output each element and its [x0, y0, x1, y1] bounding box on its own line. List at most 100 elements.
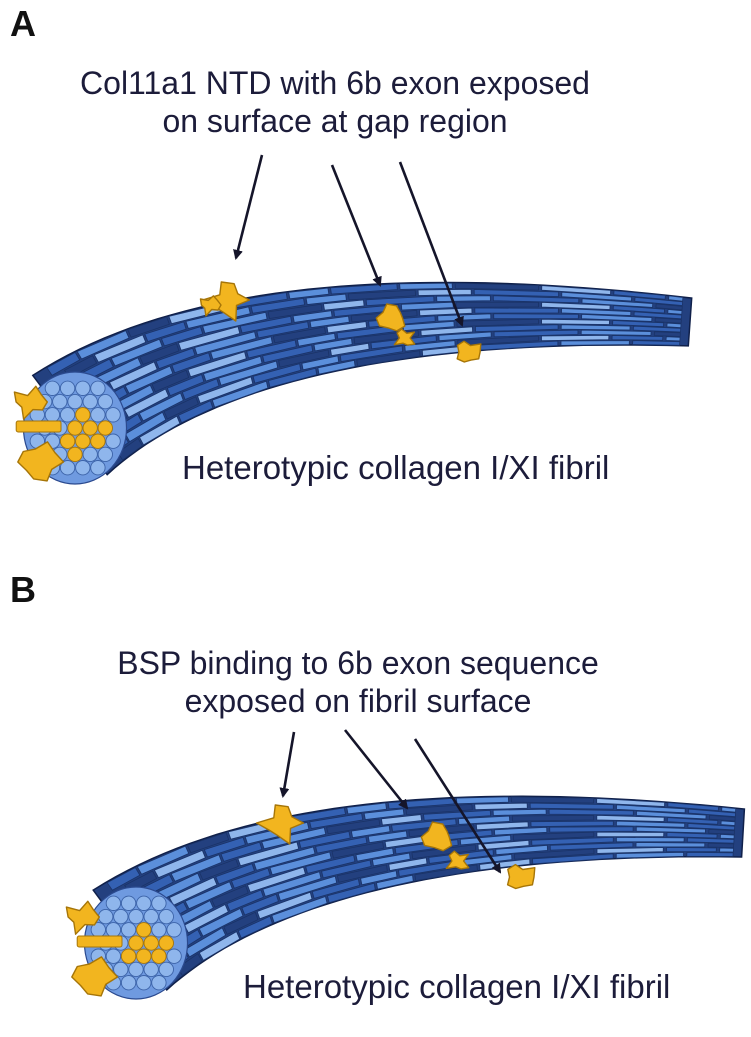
- microfibril-segment: [313, 337, 353, 352]
- microfibril-segment: [211, 380, 269, 408]
- microfibril-segment: [272, 326, 326, 344]
- collagen-molecule: [59, 433, 76, 449]
- microfibril-segment: [708, 828, 735, 835]
- microfibril-segment: [548, 808, 634, 816]
- microfibril-segment: [110, 338, 163, 367]
- microfibril-segment: [311, 878, 361, 899]
- microfibril-segment: [666, 322, 682, 329]
- collagen-molecule: [67, 446, 83, 463]
- collagen-molecule: [97, 420, 113, 436]
- microfibril-segment: [198, 907, 244, 937]
- microfibril-segment: [363, 808, 405, 820]
- microfibril-segment: [305, 854, 356, 874]
- caption-a-line-2: on surface at gap region: [162, 103, 508, 140]
- microfibril-segment: [549, 826, 634, 833]
- microfibril-segment: [136, 845, 190, 875]
- microfibril-segment: [177, 400, 214, 424]
- microfibril-segment: [380, 814, 423, 826]
- microfibril-segment: [230, 867, 271, 889]
- microfibril-segment: [170, 854, 223, 882]
- microfibril-segment: [404, 340, 456, 352]
- microfibril-segment: [365, 295, 435, 307]
- microfibril-segment: [267, 303, 323, 319]
- microfibril-segment: [653, 331, 681, 337]
- panel-letter-a: A: [10, 3, 36, 44]
- microfibril-segment: [495, 844, 548, 856]
- microfibril-segment: [253, 846, 316, 871]
- microfibril-segment: [596, 814, 665, 822]
- microfibril-segment: [177, 326, 241, 351]
- microfibril-segment: [541, 285, 612, 295]
- microfibril-segment: [512, 831, 595, 841]
- microfibril-segment: [256, 321, 310, 339]
- microfibril-segment: [262, 344, 314, 364]
- microfibril-segment: [541, 301, 611, 310]
- microfibril-segment: [423, 809, 492, 821]
- microfibril-segment: [197, 376, 254, 404]
- microfibril-segment: [719, 847, 734, 853]
- microfibril-segment: [346, 802, 387, 815]
- microfibril-segment: [581, 313, 653, 322]
- collagen-molecule: [75, 407, 91, 423]
- collagen-molecule: [90, 407, 106, 423]
- microfibril-segment: [667, 802, 719, 812]
- microfibril-segment: [356, 350, 421, 367]
- microfibril-segment: [634, 296, 684, 306]
- pointer-arrow: [343, 729, 409, 810]
- microfibril-segment: [123, 388, 170, 418]
- microfibril-segment: [106, 867, 141, 891]
- microfibril-segment: [278, 349, 330, 368]
- microfibril-segment: [223, 911, 259, 935]
- microfibril-segment: [330, 342, 370, 357]
- microfibril-segment: [654, 317, 682, 324]
- microfibril-segment: [666, 832, 718, 839]
- ntd-rod: [15, 420, 62, 433]
- microfibril-segment: [202, 311, 268, 334]
- collagen-molecule: [75, 380, 91, 396]
- collagen-molecule: [136, 948, 152, 964]
- collagen-molecule: [136, 895, 152, 911]
- microfibril-segment: [76, 330, 130, 360]
- microfibril-segment: [288, 287, 330, 300]
- microfibril-segment: [636, 810, 707, 820]
- microfibril-segment: [493, 826, 548, 836]
- microfibril-segment: [237, 841, 300, 867]
- microfibril-segment: [124, 411, 167, 443]
- microfibril-segment: [155, 347, 196, 370]
- gold-domain-blob: [506, 863, 536, 890]
- microfibril-segment: [176, 953, 203, 977]
- collagen-molecule: [158, 908, 174, 925]
- collagen-molecule: [143, 935, 159, 951]
- microfibril-segment: [721, 806, 737, 813]
- collagen-molecule: [97, 446, 113, 463]
- microfibril-segment: [186, 832, 230, 854]
- microfibril-segment: [246, 339, 297, 359]
- microfibril-segment: [666, 817, 719, 825]
- microfibril-segment: [477, 839, 530, 851]
- microfibril-segment: [541, 318, 610, 325]
- collagen-molecule: [75, 460, 91, 476]
- gold-domain-blob: [445, 850, 470, 870]
- microfibril-segment: [454, 282, 539, 291]
- microfibril-segment: [493, 329, 579, 338]
- microfibril-segment: [194, 331, 257, 356]
- microfibril-segment: [268, 367, 318, 388]
- gold-domain-blob: [393, 328, 416, 346]
- collagen-molecule: [105, 922, 122, 938]
- fibril: [13, 281, 693, 485]
- microfibril-segment: [474, 324, 559, 333]
- microfibril-segment: [198, 931, 241, 961]
- microfibril-segment: [405, 803, 473, 816]
- microfibril-segment: [210, 336, 273, 360]
- microfibril-segment: [635, 842, 706, 848]
- microfibril-segment: [399, 282, 453, 290]
- microfibril-segment: [560, 324, 631, 331]
- microfibril-segment: [666, 847, 717, 853]
- microfibril-segment: [139, 343, 180, 366]
- fibril-label-b: Heterotypic collagen I/XI fibril: [243, 968, 671, 1005]
- microfibril-segment: [474, 802, 528, 811]
- microfibril-segment: [667, 309, 683, 315]
- collagen-molecule: [143, 908, 159, 925]
- pointer-arrow: [413, 738, 502, 874]
- microfibril-segment: [391, 818, 457, 832]
